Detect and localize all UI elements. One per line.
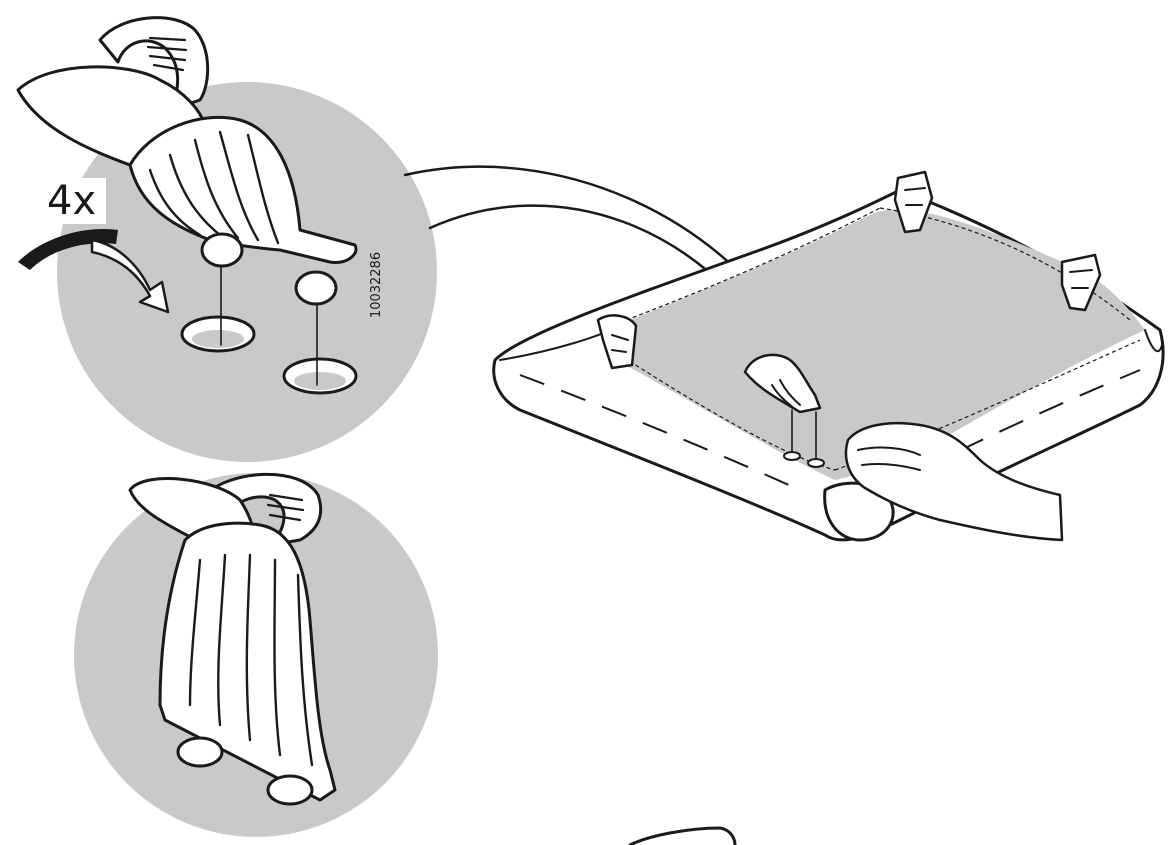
clip2-peg-right (266, 774, 314, 806)
quantity-label-bg (38, 178, 106, 224)
cushion-clip-center (743, 353, 825, 468)
detail-circle-clip-view (74, 472, 438, 837)
cushion-clip-right (1060, 253, 1102, 312)
clip-grip-ridges (146, 36, 188, 72)
part-number-label: 10032286 (369, 252, 384, 318)
clip-peg-left (200, 232, 244, 268)
rotation-arrow-outline (90, 238, 170, 314)
cushion-clip-back (893, 170, 934, 234)
hole-shadow-left (192, 330, 244, 348)
seam-front-left (611, 349, 836, 471)
clip2-top-loop (203, 472, 323, 547)
cushion-edge-right (1144, 329, 1163, 353)
cushion-clip-left (596, 314, 638, 370)
clip2-peg-left (176, 736, 224, 768)
clip-peg-right (294, 270, 338, 306)
clip-body-ribs (148, 130, 280, 245)
cushion-assembly (492, 170, 1165, 542)
hole-shadow-right (294, 372, 346, 390)
seam-back-left (599, 207, 881, 331)
seam-side-front (519, 374, 801, 491)
quantity-label: 4x (47, 178, 96, 224)
detail-circle-insert-clip: 4x 10032286 (16, 16, 792, 462)
clip2-body-ribs (188, 553, 314, 767)
cushion-surface (603, 209, 1145, 481)
hand (844, 421, 1064, 542)
clip2-grip-ridges (266, 493, 305, 522)
partial-object-bottom (628, 826, 737, 845)
hand-fingers (857, 446, 921, 471)
